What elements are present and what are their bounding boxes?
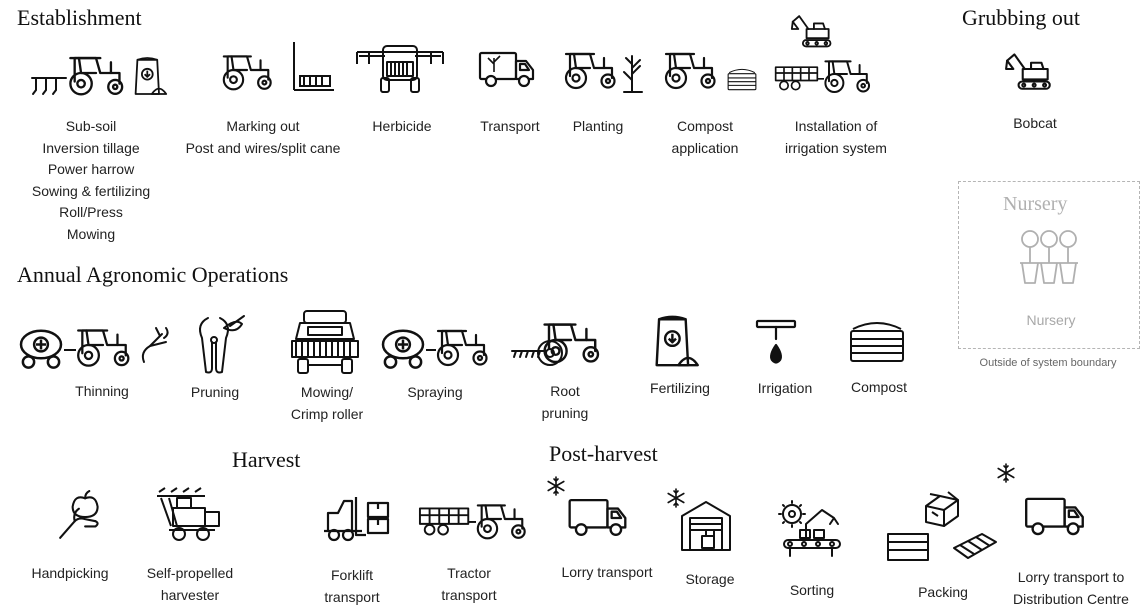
sorting-label: Sorting xyxy=(789,582,835,598)
bobcat-excavator-icon xyxy=(1004,44,1056,92)
root-pruning-icon xyxy=(510,311,606,371)
compost-label: Compost xyxy=(850,379,908,395)
lorry-distribution-label: Lorry transport to Distribution Centre xyxy=(1013,569,1129,607)
lorry-distribution-icon xyxy=(1021,493,1089,539)
tractor-transport-icon xyxy=(418,494,532,542)
nursery-plants-icon xyxy=(1018,229,1080,287)
grubbing-out-title: Grubbing out xyxy=(962,5,1080,30)
transport-truck-icon xyxy=(474,48,540,90)
tractor-transport-label: Tractor transport xyxy=(441,565,497,603)
herbicide-label: Herbicide xyxy=(372,118,432,134)
storage-label: Storage xyxy=(685,571,735,587)
spraying-label: Spraying xyxy=(407,384,463,400)
subsoil-icon xyxy=(28,44,173,102)
lorry-transport-label: Lorry transport xyxy=(561,564,653,580)
storage-warehouse-icon xyxy=(680,500,732,552)
annual-operations-title: Annual Agronomic Operations xyxy=(17,262,289,287)
thinning-label: Thinning xyxy=(75,383,129,399)
sorting-robot-icon xyxy=(778,500,844,558)
nursery-boundary-box xyxy=(958,181,1140,349)
pruning-shears-icon xyxy=(190,314,246,376)
nursery-title: Nursery xyxy=(1003,193,1068,215)
self-propelled-harvester-label: Self-propelled harvester xyxy=(146,565,234,603)
forklift-transport-label: Forklift transport xyxy=(324,567,380,605)
irrigation-install-label: Installation of irrigation system xyxy=(785,118,887,156)
thinning-icon xyxy=(16,316,176,374)
root-pruning-label: Root pruning xyxy=(541,383,589,421)
pruning-label: Pruning xyxy=(190,384,240,400)
snowflake-icon xyxy=(996,463,1016,483)
mowing-crimp-label: Mowing/ Crimp roller xyxy=(290,384,364,422)
establishment-title: Establishment xyxy=(17,5,142,30)
handpicking-icon xyxy=(54,488,110,544)
compost-crate-icon xyxy=(845,317,909,365)
handpicking-label: Handpicking xyxy=(31,565,109,581)
self-propelled-harvester-icon xyxy=(155,486,221,544)
subsoil-label: Sub-soil Inversion tillage Power harrow … xyxy=(31,118,151,242)
lorry-truck-icon xyxy=(564,495,632,539)
marking-out-icon xyxy=(218,40,338,98)
irrigation-install-icon xyxy=(774,8,878,100)
post-harvest-title: Post-harvest xyxy=(549,441,658,466)
marking-out-label: Marking out Post and wires/split cane xyxy=(185,118,341,156)
herbicide-sprayer-icon xyxy=(355,42,445,98)
nursery-caption: Outside of system boundary xyxy=(979,357,1117,369)
bobcat-label: Bobcat xyxy=(1013,115,1057,131)
harvest-title: Harvest xyxy=(232,447,301,472)
irrigation-dripper-icon xyxy=(755,317,797,369)
transport-label: Transport xyxy=(480,118,540,134)
forklift-icon xyxy=(322,495,392,543)
packing-label: Packing xyxy=(918,584,968,600)
packing-icon xyxy=(886,488,998,564)
nursery-label: Nursery xyxy=(1026,312,1076,328)
fertilizer-bag-icon xyxy=(648,310,704,372)
compost-application-label: Compost application xyxy=(671,118,739,156)
snowflake-icon xyxy=(546,476,566,496)
spraying-icon xyxy=(378,316,493,374)
mowing-roller-icon xyxy=(288,309,362,375)
planting-icon xyxy=(560,40,650,96)
irrigation-label: Irrigation xyxy=(757,380,813,396)
fertilizing-label: Fertilizing xyxy=(650,380,710,396)
planting-label: Planting xyxy=(572,118,624,134)
compost-application-icon xyxy=(660,40,760,96)
